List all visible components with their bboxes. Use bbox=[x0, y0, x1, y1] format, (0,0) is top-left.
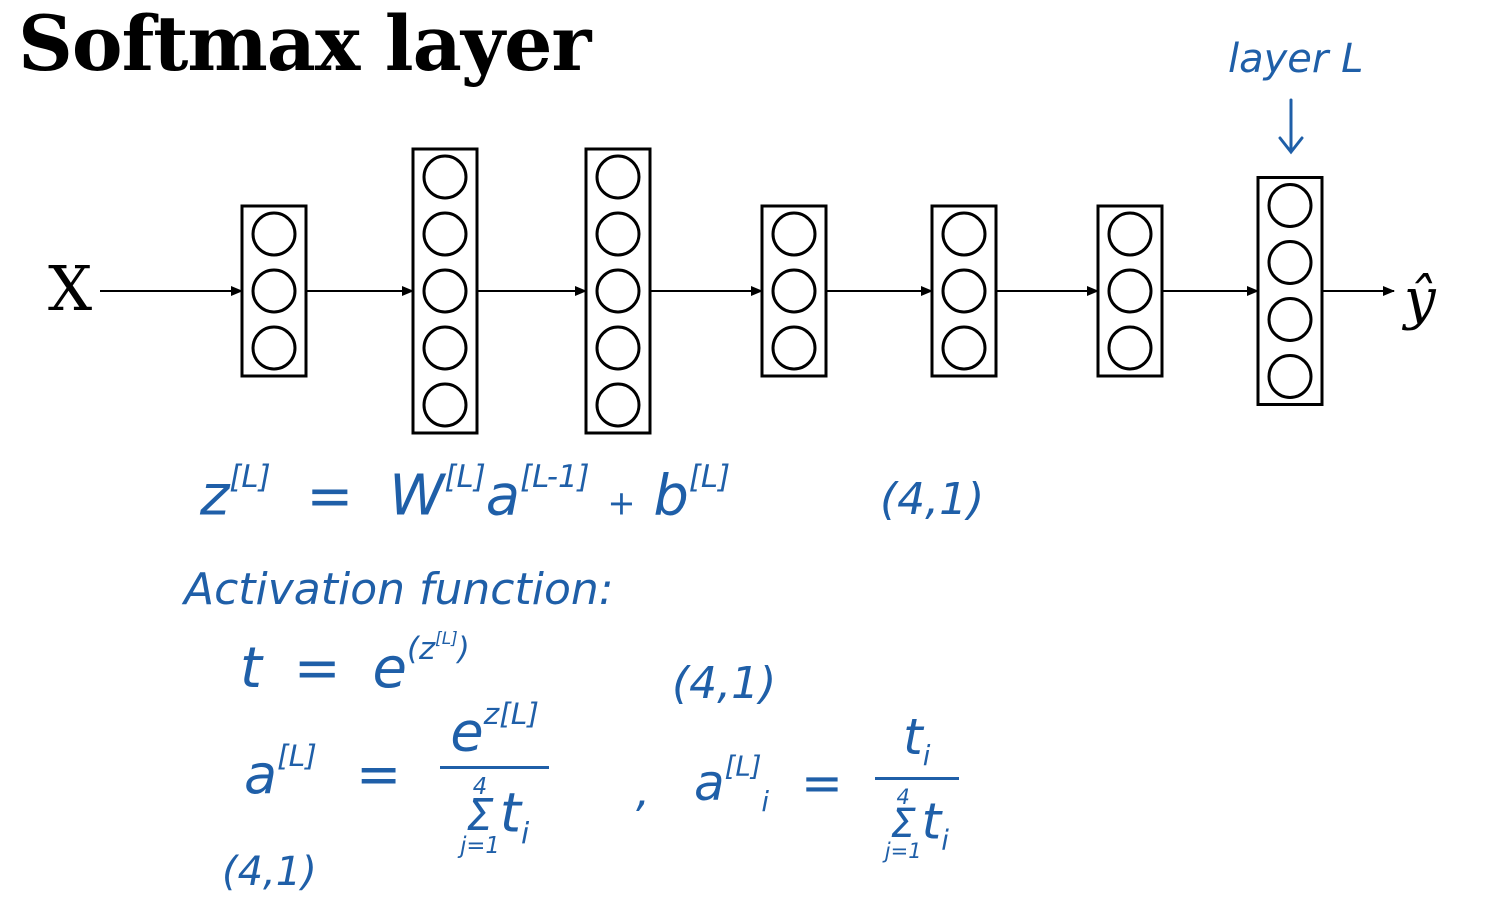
b-sup: [L] bbox=[688, 459, 731, 495]
e-base: e bbox=[372, 635, 407, 701]
neuron bbox=[771, 211, 817, 257]
neuron bbox=[422, 268, 468, 314]
layer-1 bbox=[240, 204, 308, 378]
ai-sum-symbol: 4 Σ j=1 bbox=[884, 784, 922, 864]
neuron bbox=[1107, 211, 1153, 257]
ai-equals: = bbox=[800, 754, 843, 813]
layer-6 bbox=[1096, 204, 1164, 378]
layer-3 bbox=[584, 147, 652, 435]
b-term: b bbox=[653, 463, 689, 529]
ai-sub: i bbox=[761, 786, 770, 819]
a-lhs-sup: [L] bbox=[277, 739, 317, 775]
a-equals: = bbox=[355, 742, 402, 806]
a-shape: (4,1) bbox=[222, 849, 317, 895]
t-shape: (4,1) bbox=[672, 658, 777, 709]
a-equation: a[L] = ez[L] 4 Σ j=1 ti bbox=[244, 700, 549, 859]
den-sub: i bbox=[521, 816, 530, 852]
comma: , bbox=[636, 766, 650, 817]
neuron bbox=[941, 325, 987, 371]
ai-sum-top: 4 bbox=[896, 784, 910, 809]
den-var: t bbox=[499, 781, 521, 845]
neuron bbox=[595, 154, 641, 200]
num-sup: z[L] bbox=[483, 697, 539, 732]
ai-sum-bottom: j=1 bbox=[884, 839, 922, 864]
neuron bbox=[941, 211, 987, 257]
softmax-denominator: 4 Σ j=1 ti bbox=[440, 765, 549, 859]
sum-bottom: j=1 bbox=[460, 833, 500, 859]
ai-numerator: ti bbox=[875, 712, 959, 777]
t-equals: = bbox=[293, 635, 341, 701]
a-lhs: a bbox=[244, 742, 278, 806]
w-term: W bbox=[389, 463, 445, 529]
neuron bbox=[251, 325, 297, 371]
neuron bbox=[251, 268, 297, 314]
ai-lhs: a bbox=[694, 754, 725, 813]
layer-l-label: layer L bbox=[1228, 36, 1363, 82]
z-equals: = bbox=[306, 463, 354, 529]
sum-sign: Σ bbox=[466, 791, 494, 842]
ai-denominator: 4 Σ j=1 ti bbox=[874, 776, 959, 864]
softmax-fraction: ez[L] 4 Σ j=1 ti bbox=[440, 700, 549, 859]
num-base: e bbox=[450, 700, 484, 764]
z-shape: (4,1) bbox=[880, 474, 985, 525]
neuron bbox=[251, 211, 297, 257]
neuron bbox=[595, 211, 641, 257]
ai-den-var: t bbox=[921, 791, 942, 850]
w-sup: [L] bbox=[444, 459, 486, 495]
neuron bbox=[595, 268, 641, 314]
input-label: X bbox=[48, 252, 92, 325]
neuron bbox=[941, 268, 987, 314]
ai-sum-sign: Σ bbox=[890, 801, 916, 848]
neuron bbox=[1267, 240, 1313, 285]
neuron bbox=[1107, 325, 1153, 371]
neuron bbox=[422, 154, 468, 200]
ti-num-sub: i bbox=[922, 740, 931, 772]
z-lhs: z bbox=[200, 463, 230, 529]
softmax-numerator: ez[L] bbox=[440, 700, 549, 766]
activation-label: Activation function: bbox=[184, 564, 614, 615]
t-lhs: t bbox=[240, 635, 262, 701]
layer-box bbox=[1256, 176, 1324, 406]
neuron bbox=[595, 325, 641, 371]
output-label: ŷ bbox=[1401, 267, 1437, 332]
z-lhs-sup: [L] bbox=[229, 459, 271, 495]
layer-l-annotation: layer L bbox=[1228, 36, 1363, 155]
layer-5 bbox=[930, 204, 998, 378]
layer-7 bbox=[1256, 176, 1324, 406]
t-exp-close: ) bbox=[457, 631, 470, 668]
neuron bbox=[1267, 183, 1313, 228]
sum-top: 4 bbox=[472, 773, 488, 800]
a-prev-term: a bbox=[485, 463, 521, 529]
ai-sup: [L] bbox=[724, 750, 762, 783]
plus-sign: + bbox=[607, 483, 636, 523]
ai-equation: a[L]i = ti 4 Σ j=1 ti bbox=[694, 712, 959, 864]
slide-title: Softmax layer bbox=[18, 0, 591, 88]
layer-2 bbox=[411, 147, 479, 435]
z-equation: z[L] = W[L]a[L-1] + b[L] bbox=[200, 462, 730, 525]
neuron bbox=[1107, 268, 1153, 314]
neuron bbox=[1267, 297, 1313, 342]
neuron bbox=[1267, 354, 1313, 399]
neuron bbox=[422, 382, 468, 428]
t-equation: t = e(z[L]) bbox=[240, 630, 470, 697]
neuron bbox=[422, 325, 468, 371]
layer-4 bbox=[760, 204, 828, 378]
sum-symbol: 4 Σ j=1 bbox=[460, 773, 500, 859]
neuron bbox=[771, 268, 817, 314]
a-prev-sup: [L-1] bbox=[520, 459, 590, 495]
layer-l-pointer-icon bbox=[1278, 98, 1304, 155]
neuron bbox=[771, 325, 817, 371]
t-exp-open: (z bbox=[406, 631, 436, 668]
ti-num: t bbox=[903, 708, 923, 766]
ai-fraction: ti 4 Σ j=1 ti bbox=[874, 712, 959, 864]
ai-den-sub: i bbox=[941, 823, 949, 856]
neuron bbox=[595, 382, 641, 428]
neuron bbox=[422, 211, 468, 257]
t-exp-sup: [L] bbox=[435, 628, 458, 648]
